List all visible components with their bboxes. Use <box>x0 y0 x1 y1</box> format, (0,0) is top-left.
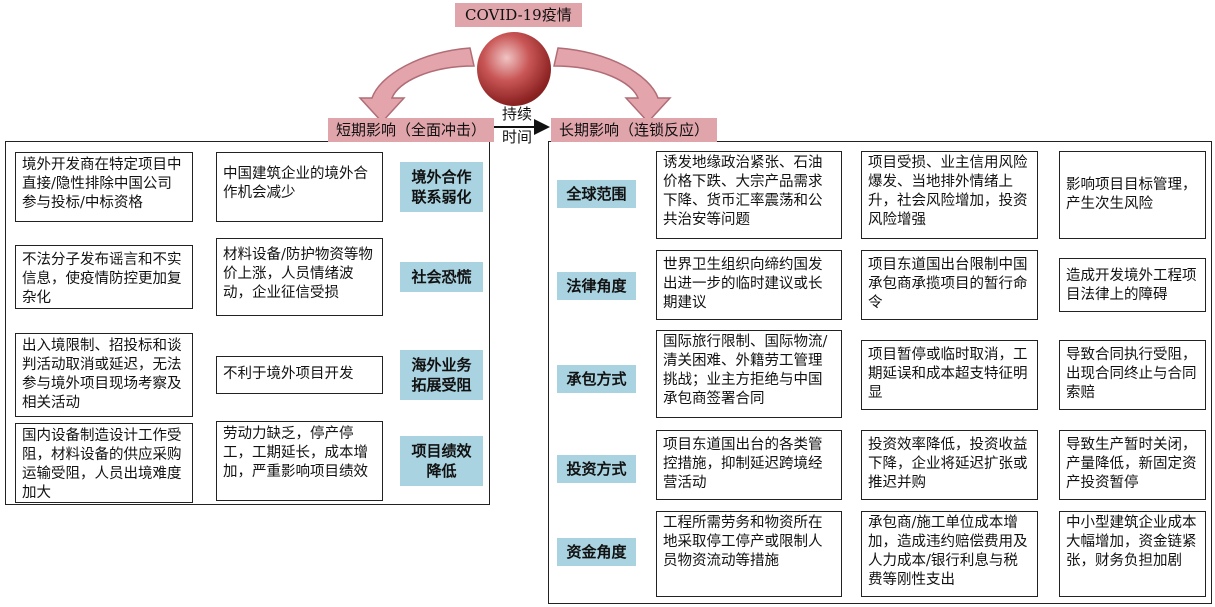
short-result-2: 社会恐慌 <box>400 262 483 292</box>
short-effect-4: 劳动力缺乏，停产停工，工期延长，成本增加，严重影响项目绩效 <box>216 421 383 501</box>
virus-icon <box>477 32 551 106</box>
long-step3-5: 中小型建筑企业成本大幅增加，资金链紧张，财务负担加剧 <box>1059 511 1206 597</box>
long-step3-4: 导致生产暂时关闭，产量降低，新固定资产投资暂停 <box>1059 430 1206 500</box>
long-step3-1: 影响项目目标管理，产生次生风险 <box>1059 151 1206 239</box>
long-step3-2: 造成开发境外工程项目法律上的障碍 <box>1059 258 1206 312</box>
long-step1-4: 项目东道国出台的各类管控措施，抑制延迟跨境经营活动 <box>656 430 842 500</box>
short-result-1: 境外合作联系弱化 <box>400 162 483 212</box>
short-effect-3: 不利于境外项目开发 <box>216 356 383 394</box>
long-category-3: 承包方式 <box>557 365 636 393</box>
short-cause-2: 不法分子发布谣言和不实信息，使疫情防控更加复杂化 <box>15 245 193 309</box>
short-result-3: 海外业务拓展受阻 <box>400 350 483 400</box>
short-cause-1: 境外开发商在特定项目中直接/隐性排除中国公司参与投标/中标资格 <box>15 152 193 222</box>
continuation-label: 持续 时间 <box>496 106 538 146</box>
long-step1-5: 工程所需劳务和物资所在地采取停工停产或限制人员物资流动等措施 <box>656 511 842 597</box>
curved-arrow-left <box>358 47 475 124</box>
long-term-header: 长期影响（连锁反应） <box>551 118 718 142</box>
continuation-line1: 持续 <box>501 105 532 123</box>
curved-arrow-right <box>553 47 672 124</box>
short-cause-4: 国内设备制造设计工作受阻，材料设备的供应采购运输受阻，人员出境难度加大 <box>15 423 193 503</box>
short-effect-2: 材料设备/防护物资等物价上涨，人员情绪波动，企业征信受损 <box>216 238 383 316</box>
covid-label: COVID-19疫情 <box>455 3 582 27</box>
short-term-header: 短期影响（全面冲击） <box>328 118 495 142</box>
short-cause-3: 出入境限制、招投标和谈判活动取消或延迟，无法参与境外项目现场考察及相关活动 <box>15 333 193 417</box>
long-category-4: 投资方式 <box>557 455 636 483</box>
long-step2-4: 投资效率降低，投资收益下降，企业将延迟扩张或推迟并购 <box>861 430 1038 500</box>
long-step1-1: 诱发地缘政治紧张、石油价格下跌、大宗产品需求下降、货币汇率震荡和公共治安等问题 <box>656 151 842 239</box>
continuation-line2: 时间 <box>501 128 532 146</box>
long-step2-5: 承包商/施工单位成本增加，造成违约赔偿费用及人力成本/银行利息与税费等刚性支出 <box>861 511 1038 597</box>
long-step2-1: 项目受损、业主信用风险爆发、当地排外情绪上升，社会风险增加，投资风险增强 <box>861 151 1038 239</box>
long-step2-2: 项目东道国出台限制中国承包商承揽项目的暂行命令 <box>861 250 1038 320</box>
long-step1-3: 国际旅行限制、国际物流/清关困难、外籍劳工管理挑战；业主方拒绝与中国承包商签署合… <box>656 330 842 418</box>
long-step1-2: 世界卫生组织向缔约国发出进一步的临时建议或长期建议 <box>656 250 842 320</box>
short-result-4: 项目绩效降低 <box>400 436 483 486</box>
long-category-2: 法律角度 <box>557 272 636 300</box>
short-effect-1: 中国建筑企业的境外合作机会减少 <box>216 152 383 222</box>
long-step3-3: 导致合同执行受阻，出现合同终止与合同索赔 <box>1059 340 1206 410</box>
long-category-5: 资金角度 <box>557 538 636 566</box>
long-step2-3: 项目暂停或临时取消，工期延误和成本超支特征明显 <box>861 340 1038 410</box>
long-category-1: 全球范围 <box>557 180 636 208</box>
